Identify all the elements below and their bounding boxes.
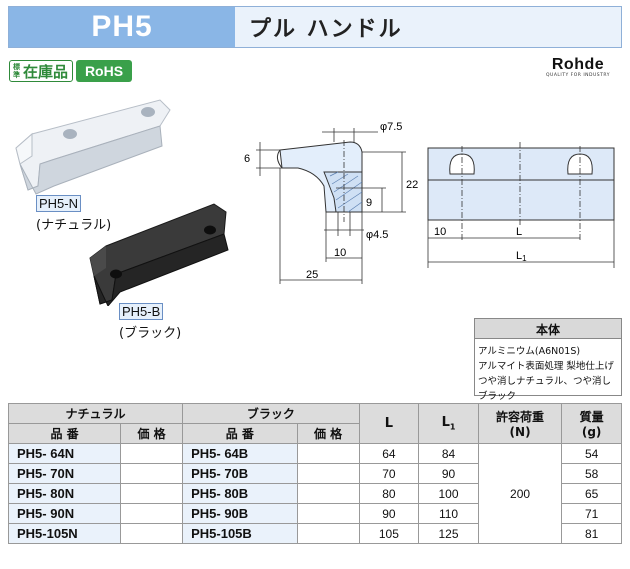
spec-body: アルミニウム(A6N01S) アルマイト表面処理 梨地仕上げ つや消しナチュラル… xyxy=(475,339,621,402)
L-value: 80 xyxy=(358,483,420,504)
L1-value: 90 xyxy=(418,463,479,484)
mass-value: 65 xyxy=(561,483,622,504)
black-part-code: PH5-105B xyxy=(182,523,298,544)
mass-value: 81 xyxy=(561,523,622,544)
mass-value: 58 xyxy=(561,463,622,484)
dim-front-L: L xyxy=(516,226,522,238)
product-code-title: PH5 xyxy=(9,7,235,47)
material-spec-box: 本体 アルミニウム(A6N01S) アルマイト表面処理 梨地仕上げ つや消しナチ… xyxy=(474,318,622,402)
black-variant-label: PH5-B xyxy=(119,303,164,320)
spec-title: 本体 xyxy=(475,319,621,339)
table-row: PH5- 80N PH5- 80B 80 100 65 xyxy=(7,483,622,504)
header-mass: 質量(g) xyxy=(561,403,622,444)
front-view-drawing: 10 L L1 xyxy=(427,142,615,268)
header-natural-price: 価 格 xyxy=(120,423,184,444)
dim-diameter-7-5: φ7.5 xyxy=(380,121,402,133)
dim-height-22: 22 xyxy=(406,179,418,191)
black-part-code: PH5- 90B xyxy=(182,503,298,524)
black-part-code: PH5- 64B xyxy=(182,443,298,464)
header-black-group: ブラック xyxy=(182,403,360,424)
L1-value: 100 xyxy=(418,483,479,504)
L-value: 64 xyxy=(358,443,420,464)
header-black-part: 品 番 xyxy=(182,423,298,444)
natural-variant-code: PH5-N xyxy=(36,195,82,212)
black-price xyxy=(296,523,360,544)
black-part-code: PH5- 70B xyxy=(182,463,298,484)
logo-wordmark: Rohde xyxy=(551,56,605,73)
L-value: 90 xyxy=(358,503,420,524)
dim-height-6: 6 xyxy=(244,153,250,165)
rohs-badge: RoHS xyxy=(76,60,132,82)
dim-front-offset-10: 10 xyxy=(434,226,446,238)
rohde-logo: Rohde QUALITY FOR INDUSTRY xyxy=(532,56,624,78)
natural-variant-name: (ナチュラル) xyxy=(36,218,112,233)
natural-price xyxy=(120,483,184,504)
header-natural-group: ナチュラル xyxy=(7,403,184,424)
black-price xyxy=(296,483,360,504)
natural-part-code: PH5- 70N xyxy=(7,463,122,484)
natural-part-code: PH5-105N xyxy=(7,523,122,544)
natural-part-code: PH5- 80N xyxy=(7,483,122,504)
product-table: ナチュラル ブラック L L1 許容荷重(N) 質量(g) 品 番 価 格 品 … xyxy=(7,403,622,544)
black-part-code: PH5- 80B xyxy=(182,483,298,504)
standard-stock-badge: 標準 在庫品 xyxy=(9,60,74,82)
black-price xyxy=(296,443,360,464)
load-value: 200 xyxy=(477,443,563,544)
spec-line-material: アルミニウム(A6N01S) xyxy=(478,346,581,357)
natural-variant-label: PH5-N xyxy=(36,195,82,212)
black-variant-name: (ブラック) xyxy=(119,326,182,341)
natural-price xyxy=(120,443,184,464)
black-price xyxy=(296,463,360,484)
spec-line-colors: つや消しナチュラル、つや消しブラック xyxy=(478,376,612,402)
natural-part-code: PH5- 90N xyxy=(7,503,122,524)
logo-tagline: QUALITY FOR INDUSTRY xyxy=(545,73,610,78)
header-natural-part: 品 番 xyxy=(7,423,122,444)
table-row: PH5-105N PH5-105B 105 125 81 xyxy=(7,523,622,544)
natural-price xyxy=(120,503,184,524)
natural-part-code: PH5- 64N xyxy=(7,443,122,464)
table-row: PH5- 64N PH5- 64B 64 84 200 54 xyxy=(7,443,622,544)
black-price xyxy=(296,503,360,524)
mass-value: 71 xyxy=(561,503,622,524)
header-load: 許容荷重(N) xyxy=(477,403,563,444)
L-value: 105 xyxy=(358,523,420,544)
natural-handle-image xyxy=(15,99,171,195)
spec-line-finish: アルマイト表面処理 梨地仕上げ xyxy=(478,361,614,372)
standard-badge-small-text: 標準 xyxy=(13,63,20,79)
L-value: 70 xyxy=(358,463,420,484)
header-L: L xyxy=(358,403,420,444)
natural-price xyxy=(120,523,184,544)
header-black-price: 価 格 xyxy=(296,423,360,444)
black-handle-image xyxy=(89,203,229,306)
dim-diameter-4-5: φ4.5 xyxy=(366,229,388,241)
product-name-title: プル ハンドル xyxy=(235,7,621,47)
L1-value: 125 xyxy=(418,523,479,544)
page-header: PH5 プル ハンドル xyxy=(8,6,622,48)
natural-price xyxy=(120,463,184,484)
L1-value: 84 xyxy=(418,443,479,464)
dim-height-9: 9 xyxy=(366,197,372,209)
header-L1: L1 xyxy=(418,403,479,444)
L1-value: 110 xyxy=(418,503,479,524)
stock-badge-text: 在庫品 xyxy=(23,62,69,81)
black-variant-code: PH5-B xyxy=(119,303,164,320)
dim-front-L1: L1 xyxy=(516,250,527,263)
mass-value: 54 xyxy=(561,443,622,464)
side-profile-drawing: 6 φ7.5 22 9 φ4.5 10 25 xyxy=(244,121,418,284)
table-row: PH5- 90N PH5- 90B 90 110 71 xyxy=(7,503,622,524)
dim-width-10: 10 xyxy=(334,247,346,259)
dim-width-25: 25 xyxy=(306,269,318,281)
